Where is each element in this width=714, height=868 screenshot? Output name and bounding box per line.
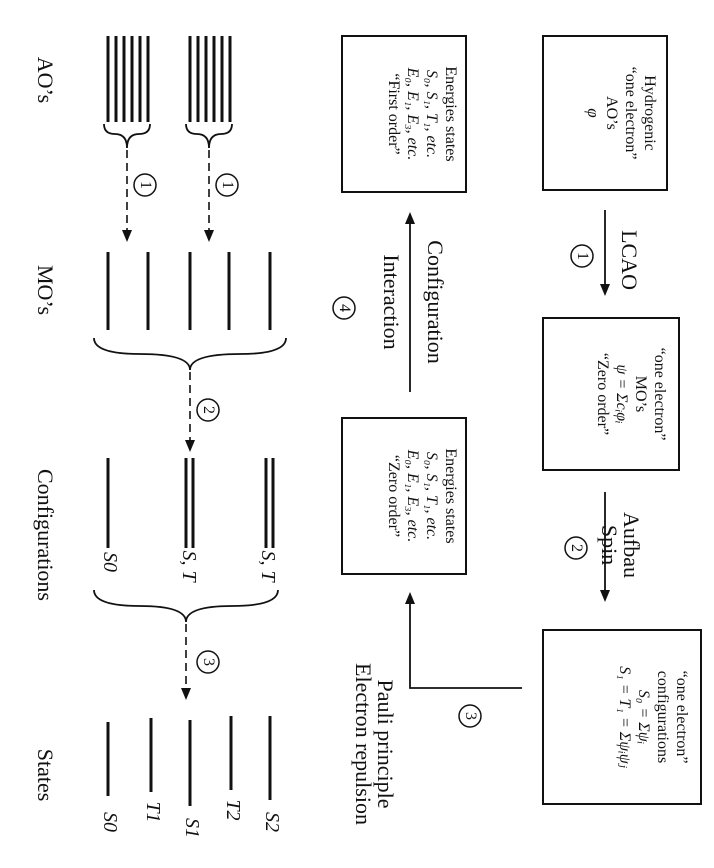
ci-arrow-head bbox=[405, 212, 415, 224]
config-arrow-head bbox=[181, 688, 191, 700]
ci-step-number: 4 bbox=[336, 304, 353, 312]
energies-zero-line-2: S₀, S₁, T₁, etc. bbox=[423, 452, 440, 540]
energies-zero-line-1: Energies states bbox=[442, 448, 459, 543]
state-label-s0: S0 bbox=[99, 812, 121, 832]
state-label-t1: T1 bbox=[142, 801, 164, 822]
step-2-circle bbox=[196, 398, 220, 422]
lcao-arrow-group: LCAO 1 bbox=[570, 210, 642, 296]
hydrogenic-line-3: AO’s bbox=[603, 96, 620, 130]
mo-lines bbox=[106, 252, 272, 330]
state-label-t2: T2 bbox=[222, 799, 244, 820]
ao-lines-group-2 bbox=[188, 36, 232, 122]
hydrogenic-line-4: φ bbox=[584, 108, 603, 117]
configuration-label: Configuration bbox=[423, 240, 448, 363]
energies-first-line-3: E₀, E₁, E₃, etc. bbox=[404, 67, 421, 161]
aufbau-step-number: 2 bbox=[568, 544, 585, 552]
pauli-arrow-group: Pauli principle Electron repulsion 3 bbox=[351, 592, 522, 825]
step-3-number: 3 bbox=[200, 658, 217, 666]
ao-arrow-2-head bbox=[204, 230, 214, 242]
aufbau-label: Aufbau bbox=[619, 512, 644, 578]
config-label-middle: S, T bbox=[178, 550, 200, 583]
energies-zero-line-3: E₀, E₁, E₃, etc. bbox=[404, 449, 421, 543]
energies-first-line-1: Energies states bbox=[442, 66, 459, 161]
config-box-line-3: S₀ = Σψᵢ bbox=[635, 690, 652, 744]
box-energies-zero-order: Energies states S₀, S₁, T₁, etc. E₀, E₁,… bbox=[341, 417, 467, 575]
energies-first-line-4: “First order” bbox=[385, 73, 402, 154]
state-label-s2: S2 bbox=[261, 812, 283, 832]
step-1a-number: 1 bbox=[137, 181, 154, 189]
step-1b-number: 1 bbox=[219, 181, 236, 189]
mo-box-line-4: “Zero order” bbox=[594, 353, 611, 435]
ci-arrow-group: Configuration Interaction 4 bbox=[332, 212, 448, 392]
step-1a-circle bbox=[133, 173, 157, 197]
box-mo: “one electron” MO’s ψ = Σcᵢφᵢ “Zero orde… bbox=[542, 317, 680, 471]
aufbau-arrow-head bbox=[600, 590, 610, 602]
mos-label: MO’s bbox=[33, 265, 58, 315]
mo-box-line-2: MO’s bbox=[632, 376, 649, 412]
state-lines bbox=[106, 716, 272, 806]
ci-step-circle bbox=[332, 296, 356, 320]
config-box-line-4: S₁ = T₁ = Σψᵢψⱼ bbox=[616, 666, 633, 769]
mo-arrow-head bbox=[185, 440, 195, 452]
aufbau-step-circle bbox=[564, 536, 588, 560]
interaction-label: Interaction bbox=[379, 254, 404, 349]
spin-label: Spin bbox=[597, 525, 622, 565]
lcao-arrow-head bbox=[600, 284, 610, 296]
ao-brace-1 bbox=[103, 123, 151, 149]
hydrogenic-line-1: Hydrogenic bbox=[641, 75, 658, 151]
lcao-label: LCAO bbox=[617, 230, 642, 290]
configurations-label: Configurations bbox=[33, 469, 58, 601]
box-hydrogenic: Hydrogenic “one electron” AO’s φ bbox=[542, 35, 668, 191]
config-label-top: S, T bbox=[257, 550, 279, 583]
energies-first-line-2: S₀, S₁, T₁, etc. bbox=[423, 70, 440, 158]
state-label-s1: S1 bbox=[181, 818, 203, 838]
config-box-line-2: configurations bbox=[654, 671, 671, 763]
config-brace bbox=[93, 589, 279, 623]
config-label-ground: S0 bbox=[99, 552, 121, 572]
pauli-step-number: 3 bbox=[462, 712, 479, 720]
electron-repulsion-label: Electron repulsion bbox=[351, 663, 376, 825]
step-1b-circle bbox=[215, 173, 239, 197]
mo-box-line-1: “one electron” bbox=[651, 348, 668, 441]
config-box-line-1: “one electron” bbox=[673, 671, 690, 764]
box-energies-first-order: Energies states S₀, S₁, T₁, etc. E₀, E₁,… bbox=[341, 35, 467, 193]
left-column: AO’s MO’s Configurations States 1 1 bbox=[33, 36, 287, 838]
step-3-circle bbox=[196, 650, 220, 674]
box-configurations: “one electron” configurations S₀ = Σψᵢ S… bbox=[542, 629, 702, 805]
pauli-arrow-head bbox=[405, 592, 415, 604]
configuration-lines bbox=[106, 458, 275, 548]
hydrogenic-line-2: “one electron” bbox=[622, 67, 639, 160]
aos-label: AO’s bbox=[33, 57, 58, 103]
ao-arrow-1-head bbox=[122, 230, 132, 242]
aufbau-arrow-group: Aufbau Spin 2 bbox=[564, 492, 644, 602]
pauli-step-circle bbox=[458, 704, 482, 728]
pauli-arrow bbox=[409, 602, 522, 689]
ao-lines-group-1 bbox=[106, 36, 150, 122]
energies-zero-line-4: “Zero order” bbox=[385, 455, 402, 537]
mo-box-line-3: ψ = Σcᵢφᵢ bbox=[613, 364, 630, 423]
lcao-step-circle bbox=[570, 244, 594, 268]
states-label: States bbox=[33, 749, 58, 802]
mo-brace bbox=[93, 337, 287, 371]
ao-brace-2 bbox=[185, 123, 233, 149]
pauli-label: Pauli principle bbox=[373, 680, 398, 809]
step-2-number: 2 bbox=[200, 406, 217, 414]
lcao-step-number: 1 bbox=[574, 252, 591, 260]
